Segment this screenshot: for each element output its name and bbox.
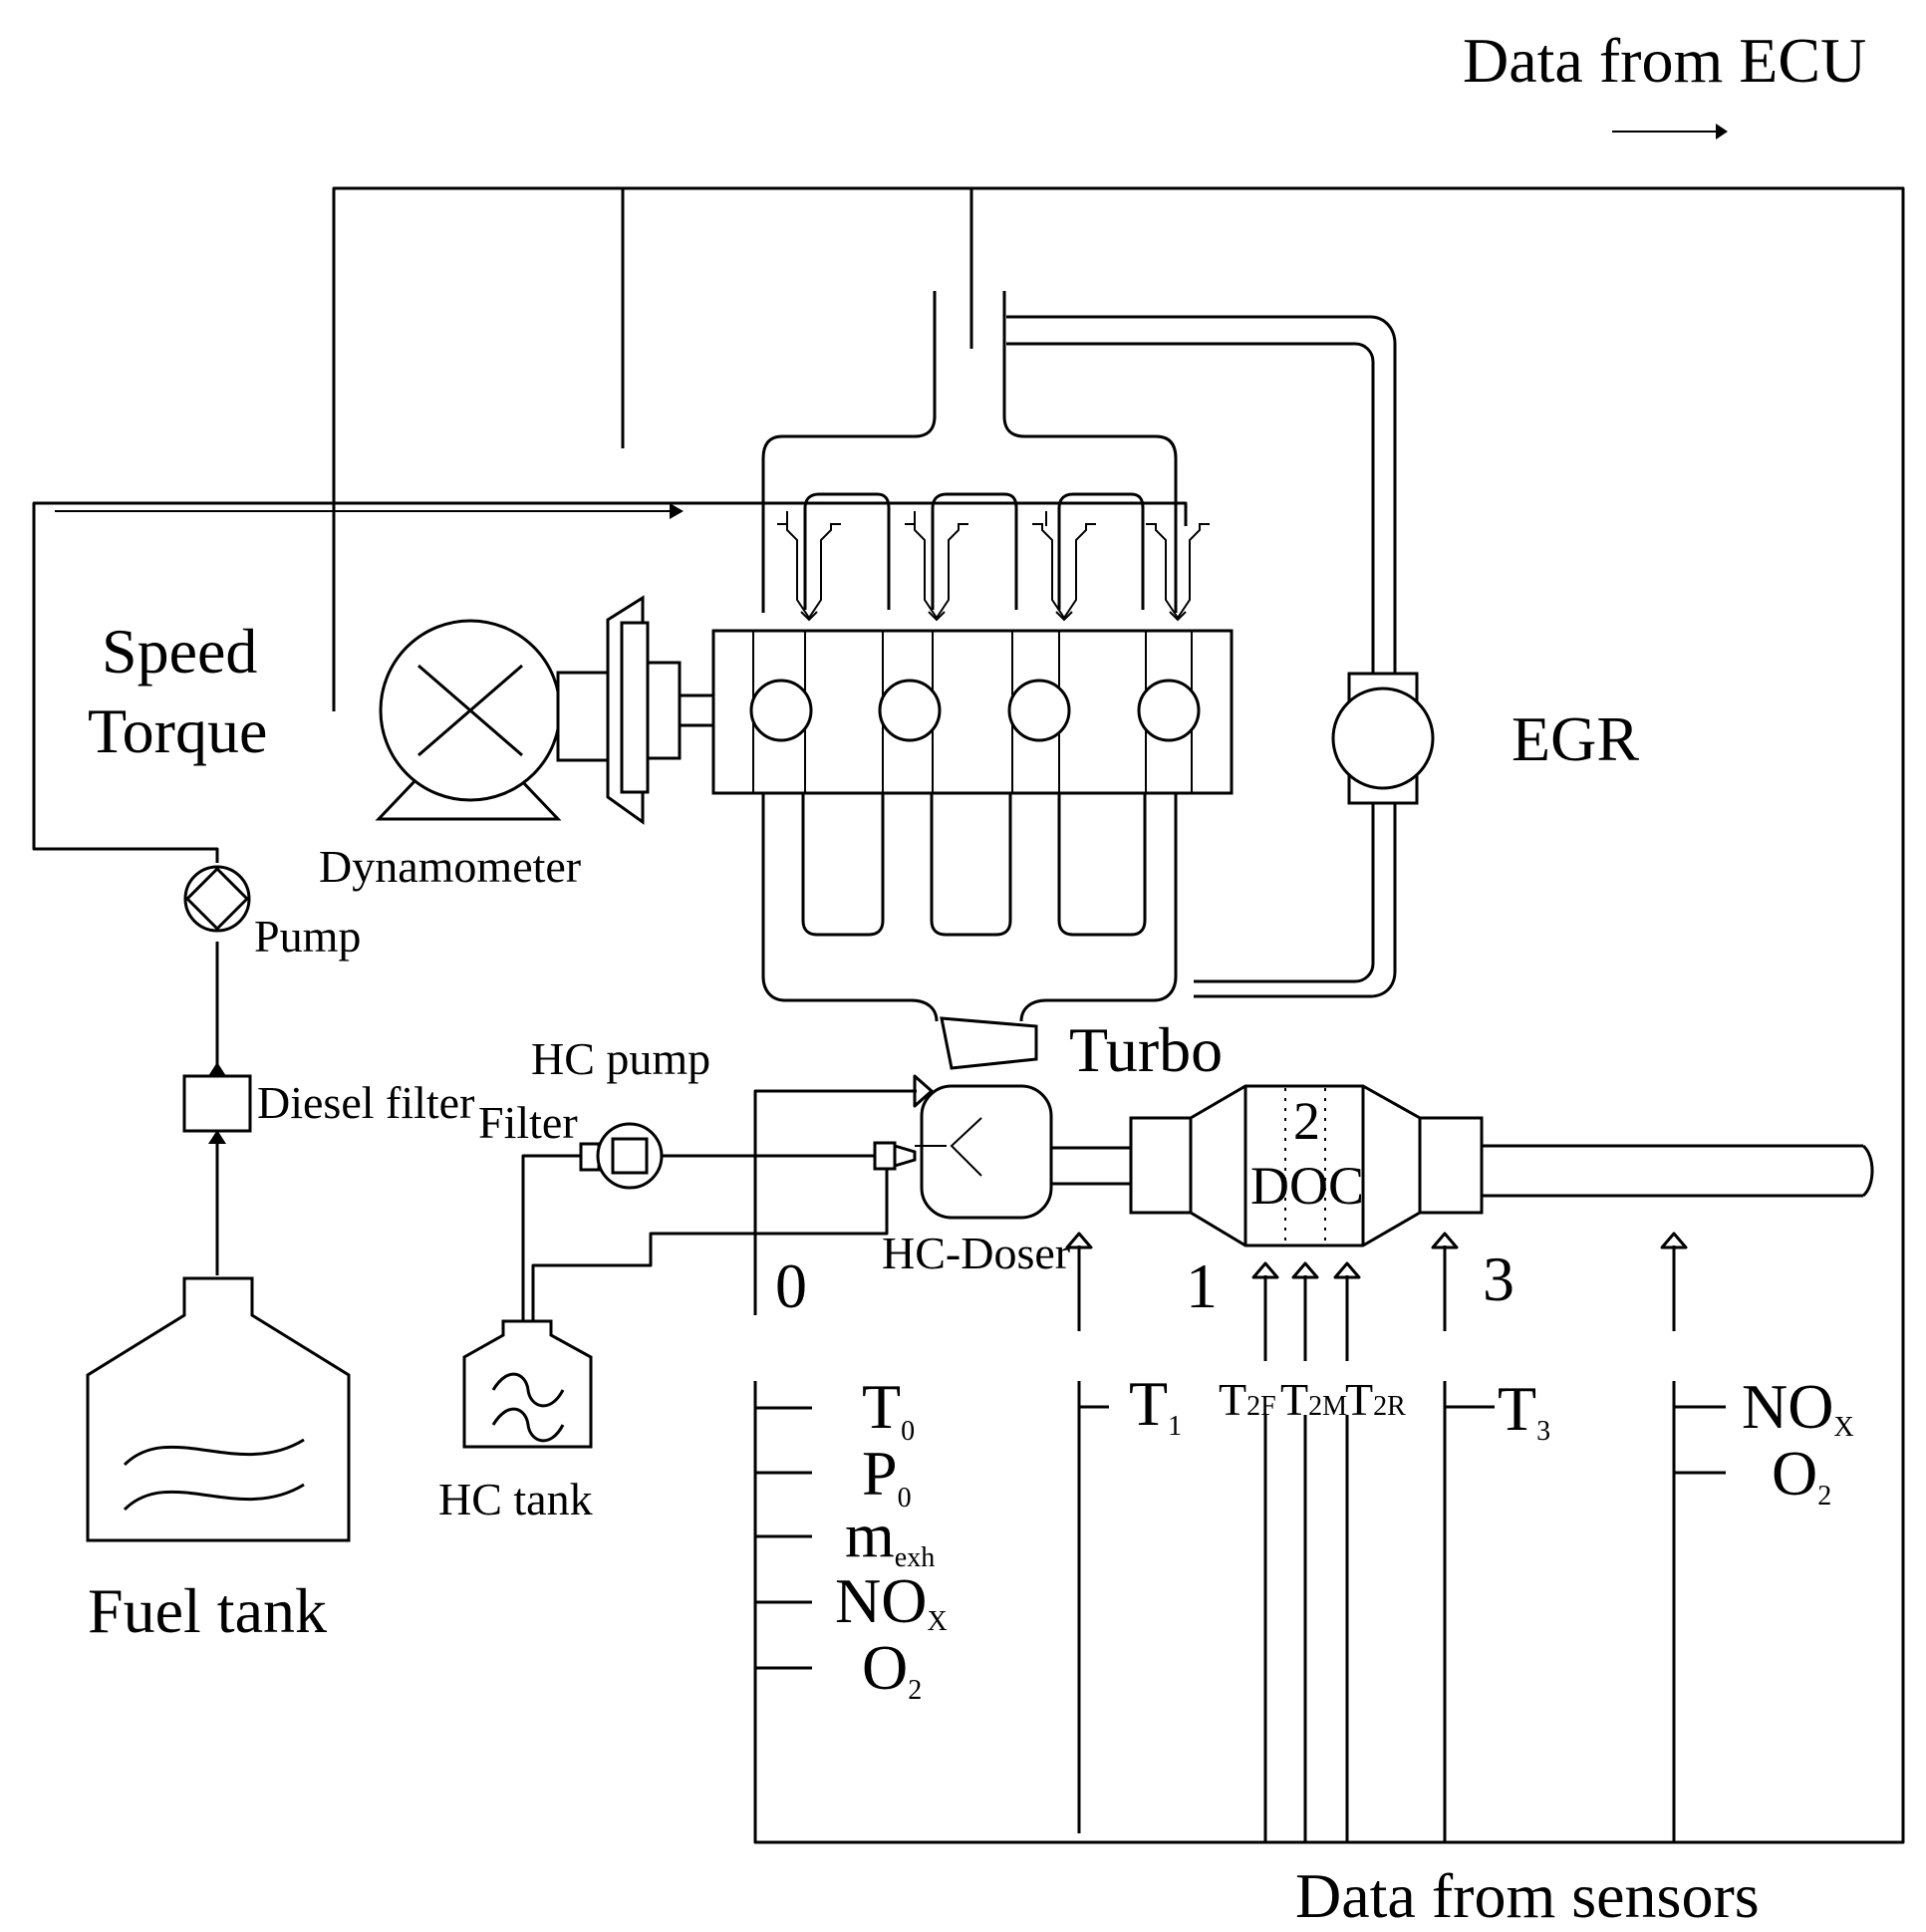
sensor-t2m-label: T2M: [1280, 1374, 1347, 1425]
fuel-filter-outlet-arrow-icon: [208, 1062, 226, 1076]
doc-label: DOC: [1250, 1156, 1364, 1216]
data-from-ecu-label: Data from ECU: [1463, 25, 1866, 96]
data-from-sensors-label: Data from sensors: [1295, 1860, 1760, 1931]
cylinder-runners: [803, 492, 1145, 610]
turbo-icon: [940, 1016, 1038, 1070]
pump-label: Pump: [254, 911, 361, 962]
location-1-label: 1: [1186, 1250, 1218, 1321]
diesel-filter-label: Diesel filter: [257, 1077, 474, 1128]
intake-manifold: [761, 291, 1397, 674]
sensor-nox-inlet-label: NOX: [835, 1565, 948, 1637]
speed-label: Speed: [102, 616, 257, 687]
diesel-filter-icon: [182, 1074, 252, 1133]
sensor-t1-label: T1: [1129, 1368, 1182, 1442]
piston-4-icon: [1137, 679, 1201, 742]
location-2-label: 2: [1293, 1091, 1320, 1151]
egr-valve-icon: [1331, 672, 1435, 805]
sensor-nox-outlet-label: NOX: [1742, 1371, 1854, 1443]
exhaust-manifold: [761, 793, 1397, 1022]
doc-catalyst-icon: [1129, 1084, 1484, 1247]
engine-block: [711, 629, 1234, 795]
ecu-data-frame: [332, 186, 1905, 1844]
egr-label: EGR: [1512, 703, 1639, 774]
hc-pump-label: HC pump: [531, 1033, 710, 1084]
sensor-probes: [755, 1232, 1726, 1842]
sensor-o2-inlet-label: O2: [862, 1632, 922, 1706]
fuel-filter-inlet-arrow-icon: [208, 1130, 226, 1144]
turbo-label: Turbo: [1069, 1014, 1223, 1085]
sensor-mexh-label: mexh: [845, 1500, 935, 1573]
piston-1-icon: [749, 679, 813, 742]
sensor-t3-label: T3: [1498, 1373, 1550, 1447]
sensor-p0-label: P0: [862, 1438, 912, 1514]
hc-lines: [521, 1074, 934, 1325]
fuel-injectors: [777, 523, 1210, 622]
fuel-flow-arrow-icon: [670, 503, 684, 519]
piston-2-icon: [878, 679, 942, 742]
sensor-t2r-label: T2R: [1345, 1374, 1406, 1425]
sensor-t0-label: T0: [862, 1371, 915, 1447]
piston-3-icon: [1007, 679, 1071, 742]
location-0-label: 0: [775, 1250, 807, 1321]
hc-dosing-chamber: [915, 1084, 1053, 1220]
torque-label: Torque: [88, 695, 267, 766]
fuel-tank-icon: [86, 1276, 351, 1542]
fuel-tank-label: Fuel tank: [88, 1575, 327, 1646]
sensor-t2f-label: T2F: [1219, 1374, 1276, 1425]
exhaust-pipe: [1051, 1144, 1874, 1198]
hc-doser-nozzle-icon: [873, 1141, 917, 1171]
dynamometer-icon: [375, 595, 715, 825]
dynamometer-label: Dynamometer: [319, 841, 581, 892]
filter-label: Filter: [478, 1097, 578, 1148]
location-3-label: 3: [1483, 1243, 1514, 1314]
hc-tank-icon: [462, 1319, 593, 1449]
hc-pump-icon: [579, 1122, 664, 1190]
ecu-legend-arrow: [1612, 124, 1728, 139]
fuel-line: [32, 501, 1188, 1275]
sensor-o2-outlet-label: O2: [1772, 1438, 1831, 1512]
hc-doser-label: HC-Doser: [882, 1228, 1070, 1278]
fuel-pump-icon: [183, 865, 251, 933]
hc-tank-label: HC tank: [438, 1474, 593, 1524]
